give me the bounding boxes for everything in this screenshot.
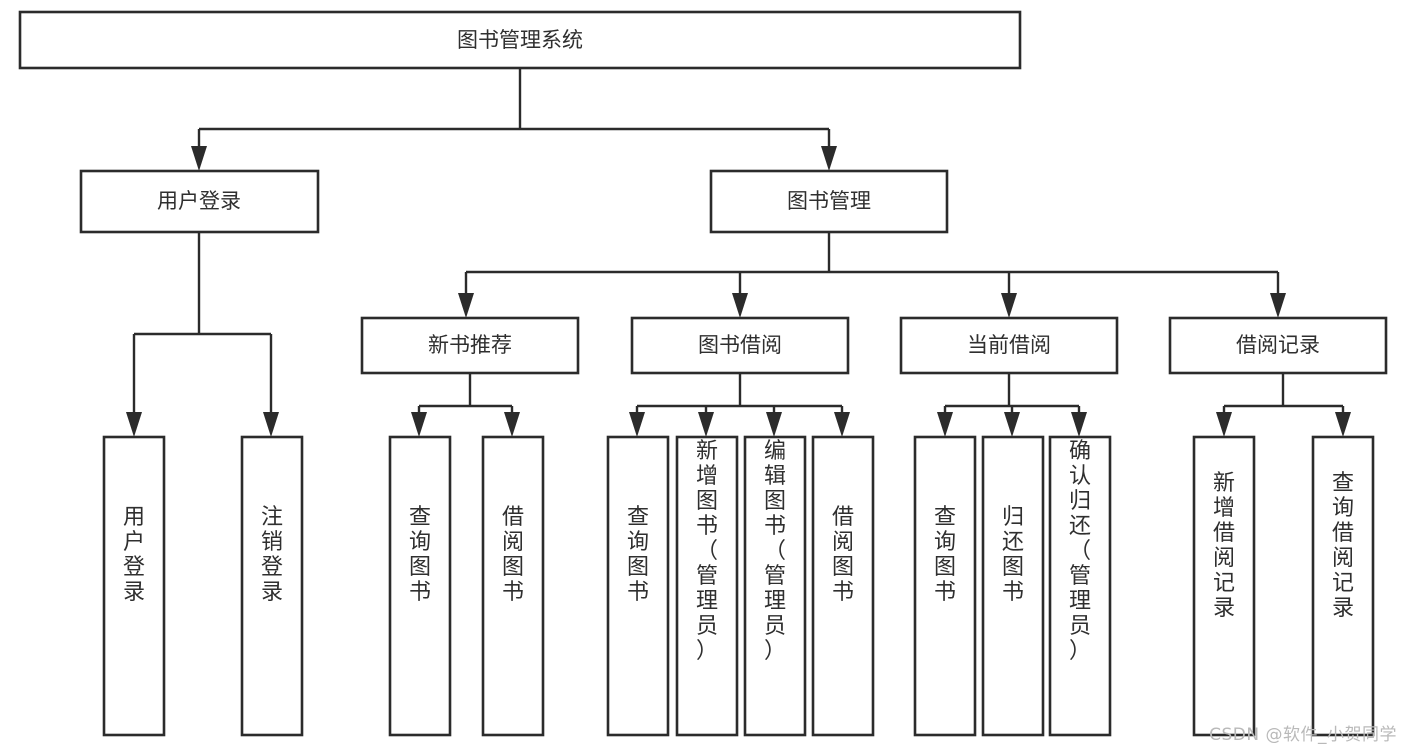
node-current[interactable]: 当前借阅 — [899, 316, 1119, 375]
node-label-login: 用户登录 — [157, 189, 241, 213]
csdn-watermark: CSDN @软件_小贺同学 — [1209, 725, 1397, 745]
node-leaf-current-confirm[interactable]: 确认归还（管理员） — [1048, 435, 1112, 737]
node-box-leaf-borrow-query[interactable] — [606, 435, 670, 737]
node-label-root: 图书管理系统 — [457, 28, 583, 52]
arrow-head-icon — [411, 412, 427, 437]
connector-group-newbook — [411, 373, 520, 437]
node-leaf-user-login[interactable]: 用户登录 — [102, 435, 166, 737]
node-label-newbook: 新书推荐 — [428, 333, 512, 357]
connector-group-login — [126, 232, 279, 437]
node-label-leaf-borrow-lend: 借阅图书 — [832, 505, 854, 605]
node-records[interactable]: 借阅记录 — [1168, 316, 1388, 375]
arrow-head-icon — [504, 412, 520, 437]
node-label-leaf-current-query: 查询图书 — [934, 505, 956, 605]
node-label-leaf-new-query: 查询图书 — [409, 505, 431, 605]
node-box-leaf-user-logout[interactable] — [240, 435, 304, 737]
node-label-leaf-record-query: 查询借阅记录 — [1332, 471, 1354, 621]
node-leaf-current-return[interactable]: 归还图书 — [981, 435, 1045, 737]
node-box-newbook[interactable] — [360, 316, 580, 375]
node-box-leaf-current-confirm[interactable] — [1048, 435, 1112, 737]
connector-group-current — [937, 373, 1087, 437]
node-leaf-borrow-lend[interactable]: 借阅图书 — [811, 435, 875, 737]
node-box-records[interactable] — [1168, 316, 1388, 375]
arrow-head-icon — [834, 412, 850, 437]
node-box-current[interactable] — [899, 316, 1119, 375]
connector-group-borrow — [629, 373, 850, 437]
arrow-head-icon — [191, 146, 207, 171]
node-leaf-new-borrow[interactable]: 借阅图书 — [481, 435, 545, 737]
connector-group-records — [1216, 373, 1351, 437]
arrow-head-icon — [1004, 412, 1020, 437]
node-borrow[interactable]: 图书借阅 — [630, 316, 850, 375]
node-label-leaf-user-logout: 注销登录 — [261, 505, 283, 605]
node-box-leaf-user-login[interactable] — [102, 435, 166, 737]
arrow-head-icon — [821, 146, 837, 171]
arrow-head-icon — [126, 412, 142, 437]
node-label-records: 借阅记录 — [1236, 333, 1320, 357]
node-leaf-borrow-add[interactable]: 新增图书（管理员） — [675, 435, 739, 737]
node-box-leaf-current-query[interactable] — [913, 435, 977, 737]
node-leaf-record-add[interactable]: 新增借阅记录 — [1192, 435, 1256, 737]
node-box-leaf-new-query[interactable] — [388, 435, 452, 737]
node-newbook[interactable]: 新书推荐 — [360, 316, 580, 375]
node-label-leaf-borrow-query: 查询图书 — [627, 505, 649, 605]
node-box-leaf-new-borrow[interactable] — [481, 435, 545, 737]
arrow-head-icon — [263, 412, 279, 437]
node-box-bookmgmt[interactable] — [709, 169, 949, 234]
arrow-head-icon — [937, 412, 953, 437]
node-label-borrow: 图书借阅 — [698, 333, 782, 357]
node-box-leaf-borrow-add[interactable] — [675, 435, 739, 737]
arrow-head-icon — [766, 412, 782, 437]
node-leaf-new-query[interactable]: 查询图书 — [388, 435, 452, 737]
node-box-leaf-borrow-lend[interactable] — [811, 435, 875, 737]
node-label-leaf-current-confirm: 确认归还（管理员） — [1069, 439, 1091, 664]
arrow-head-icon — [1001, 293, 1017, 318]
node-box-leaf-current-return[interactable] — [981, 435, 1045, 737]
node-root[interactable]: 图书管理系统 — [18, 10, 1022, 70]
arrow-head-icon — [1335, 412, 1351, 437]
node-login[interactable]: 用户登录 — [79, 169, 320, 234]
node-label-leaf-record-add: 新增借阅记录 — [1213, 471, 1235, 621]
arrow-head-icon — [629, 412, 645, 437]
node-bookmgmt[interactable]: 图书管理 — [709, 169, 949, 234]
node-leaf-borrow-query[interactable]: 查询图书 — [606, 435, 670, 737]
node-leaf-current-query[interactable]: 查询图书 — [913, 435, 977, 737]
node-box-leaf-record-add[interactable] — [1192, 435, 1256, 737]
node-label-current: 当前借阅 — [967, 333, 1051, 357]
node-label-leaf-borrow-add: 新增图书（管理员） — [696, 439, 718, 664]
arrow-head-icon — [458, 293, 474, 318]
arrow-head-icon — [1270, 293, 1286, 318]
node-label-bookmgmt: 图书管理 — [787, 189, 871, 213]
node-leaf-user-logout[interactable]: 注销登录 — [240, 435, 304, 737]
node-label-leaf-borrow-edit: 编辑图书（管理员） — [764, 439, 786, 664]
node-box-leaf-record-query[interactable] — [1311, 435, 1375, 737]
node-leaf-record-query[interactable]: 查询借阅记录 — [1311, 435, 1375, 737]
node-box-root[interactable] — [18, 10, 1022, 70]
node-label-leaf-current-return: 归还图书 — [1002, 505, 1024, 605]
arrow-head-icon — [1071, 412, 1087, 437]
node-label-leaf-user-login: 用户登录 — [123, 505, 145, 605]
connector-group-bookmgmt — [458, 232, 1286, 318]
node-leaf-borrow-edit[interactable]: 编辑图书（管理员） — [743, 435, 807, 737]
node-box-login[interactable] — [79, 169, 320, 234]
node-label-leaf-new-borrow: 借阅图书 — [502, 505, 524, 605]
node-box-leaf-borrow-edit[interactable] — [743, 435, 807, 737]
arrow-head-icon — [698, 412, 714, 437]
connector-group-root — [191, 68, 837, 171]
arrow-head-icon — [1216, 412, 1232, 437]
arrow-head-icon — [732, 293, 748, 318]
node-box-borrow[interactable] — [630, 316, 850, 375]
